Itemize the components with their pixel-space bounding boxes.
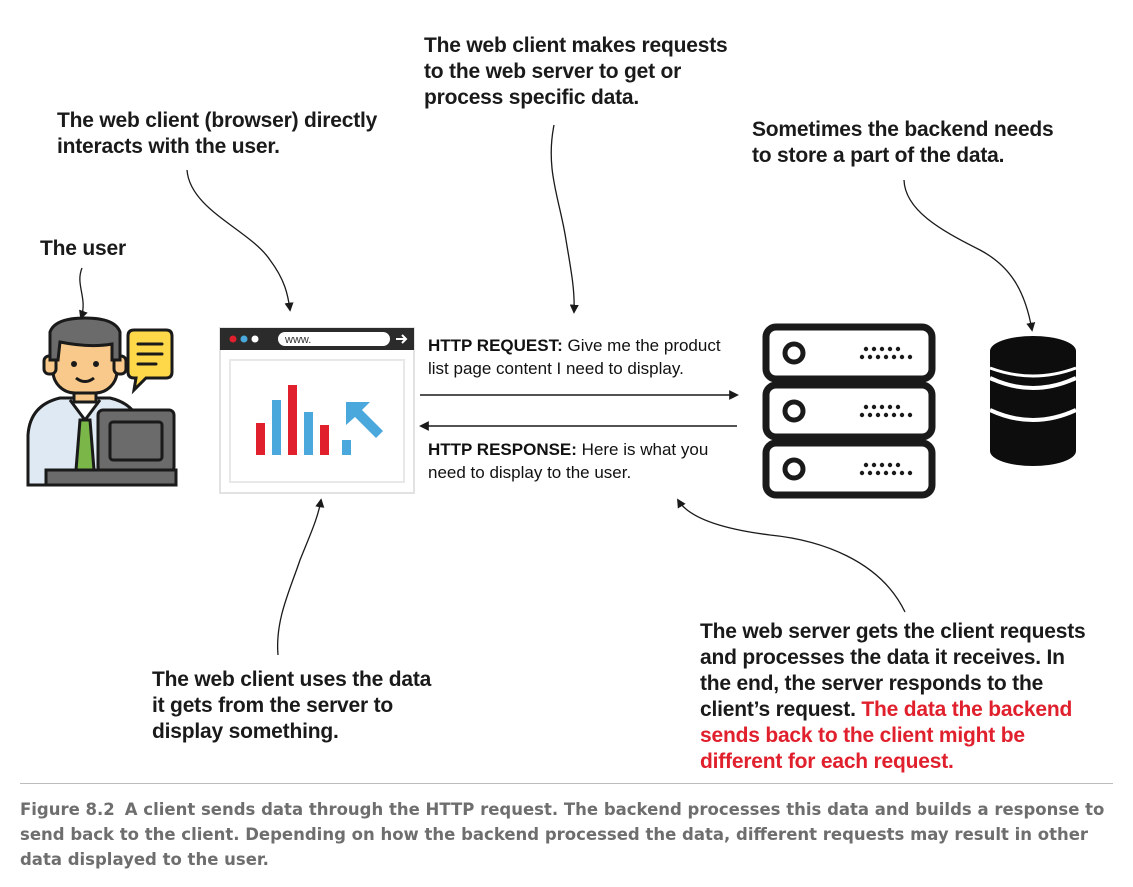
http-request-text: Give me the product <box>562 336 721 355</box>
callout-client-use-arrow <box>276 498 325 656</box>
note-storage-line: Sometimes the backend needs <box>752 118 1054 141</box>
caption-divider <box>20 783 1113 784</box>
figure-caption-text: A client sends data through the HTTP req… <box>20 800 1105 869</box>
server-icon <box>762 323 936 499</box>
note-browser-line: The web client (browser) directly <box>57 109 378 132</box>
callout-storage-arrow <box>903 179 1036 332</box>
chart-bar <box>304 412 313 455</box>
browser-window-icon: www. <box>219 327 415 494</box>
figure-number: Figure 8.2 <box>20 800 115 819</box>
note-server-line: client’s request. The data the backend <box>700 697 1086 723</box>
note-server-line: and processes the data it receives. In <box>700 646 1065 669</box>
chart-bar <box>288 385 297 455</box>
note-server-highlight: different for each request. <box>700 750 954 773</box>
note-storage: Sometimes the backend needs to store a p… <box>752 117 1054 169</box>
note-request-line: to the web server to get or <box>424 60 682 83</box>
note-user-text: The user <box>40 237 126 260</box>
note-server-line: the end, the server responds to the <box>700 672 1044 695</box>
http-response-title: HTTP RESPONSE: <box>428 440 577 459</box>
callout-request-arrow <box>550 124 579 314</box>
user-icon <box>26 316 178 487</box>
http-response-label: HTTP RESPONSE: Here is what you need to … <box>428 438 708 484</box>
callout-server-arrow <box>677 498 906 613</box>
note-client-use-line: The web client uses the data <box>152 668 432 691</box>
chat-bubble-icon <box>126 328 174 395</box>
http-request-title: HTTP REQUEST: <box>428 336 563 355</box>
note-server-line: The web server gets the client requests <box>700 620 1086 643</box>
callout-browser-arrow <box>186 169 294 312</box>
note-server-text: client’s request. <box>700 698 862 721</box>
note-client-use-line: it gets from the server to <box>152 694 394 717</box>
note-browser-line: interacts with the user. <box>57 135 280 158</box>
chart-bar <box>342 440 351 455</box>
browser-bar-chart <box>256 385 351 455</box>
chart-bar <box>256 423 265 455</box>
note-storage-line: to store a part of the data. <box>752 144 1005 167</box>
http-request-label: HTTP REQUEST: Give me the product list p… <box>428 334 721 380</box>
note-server: The web server gets the client requests … <box>700 619 1086 775</box>
note-server-highlight: sends back to the client might be <box>700 724 1025 747</box>
note-request: The web client makes requests to the web… <box>424 33 728 111</box>
chart-bar <box>272 400 281 455</box>
chart-bar <box>320 425 329 455</box>
note-user: The user <box>40 236 126 262</box>
http-response-line: HTTP RESPONSE: Here is what you <box>428 438 708 461</box>
note-browser: The web client (browser) directly intera… <box>57 108 377 160</box>
http-request-line: list page content I need to display. <box>428 359 684 378</box>
note-server-highlight: The data the backend <box>861 698 1073 721</box>
http-response-text: Here is what you <box>576 440 709 459</box>
cursor-arrow-icon <box>346 402 383 438</box>
database-icon <box>989 336 1077 466</box>
note-client-use: The web client uses the data it gets fro… <box>152 667 431 745</box>
browser-url-text: www. <box>284 334 311 346</box>
note-request-line: The web client makes requests <box>424 34 728 57</box>
callout-user-arrow <box>79 267 88 320</box>
http-request-line: HTTP REQUEST: Give me the product <box>428 334 721 357</box>
http-response-line: need to display to the user. <box>428 463 632 482</box>
note-request-line: process specific data. <box>424 86 640 109</box>
note-client-use-line: display something. <box>152 720 339 743</box>
